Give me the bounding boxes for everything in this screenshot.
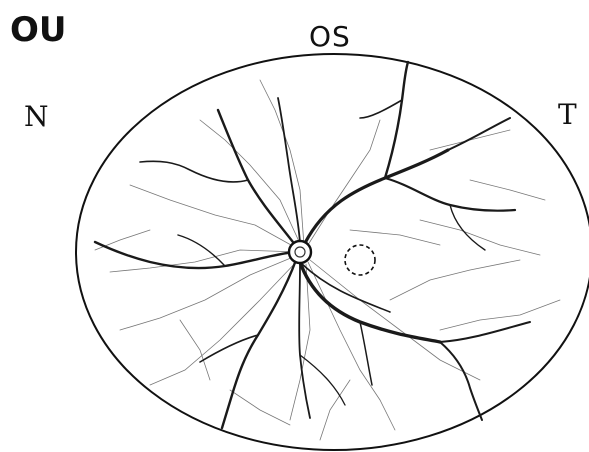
fundus-outline bbox=[76, 54, 589, 450]
optic-disc-icon bbox=[289, 241, 311, 263]
macula-dashed-circle-icon bbox=[345, 245, 375, 275]
major-vessels bbox=[95, 62, 530, 428]
fine-vessel-network bbox=[95, 80, 560, 440]
